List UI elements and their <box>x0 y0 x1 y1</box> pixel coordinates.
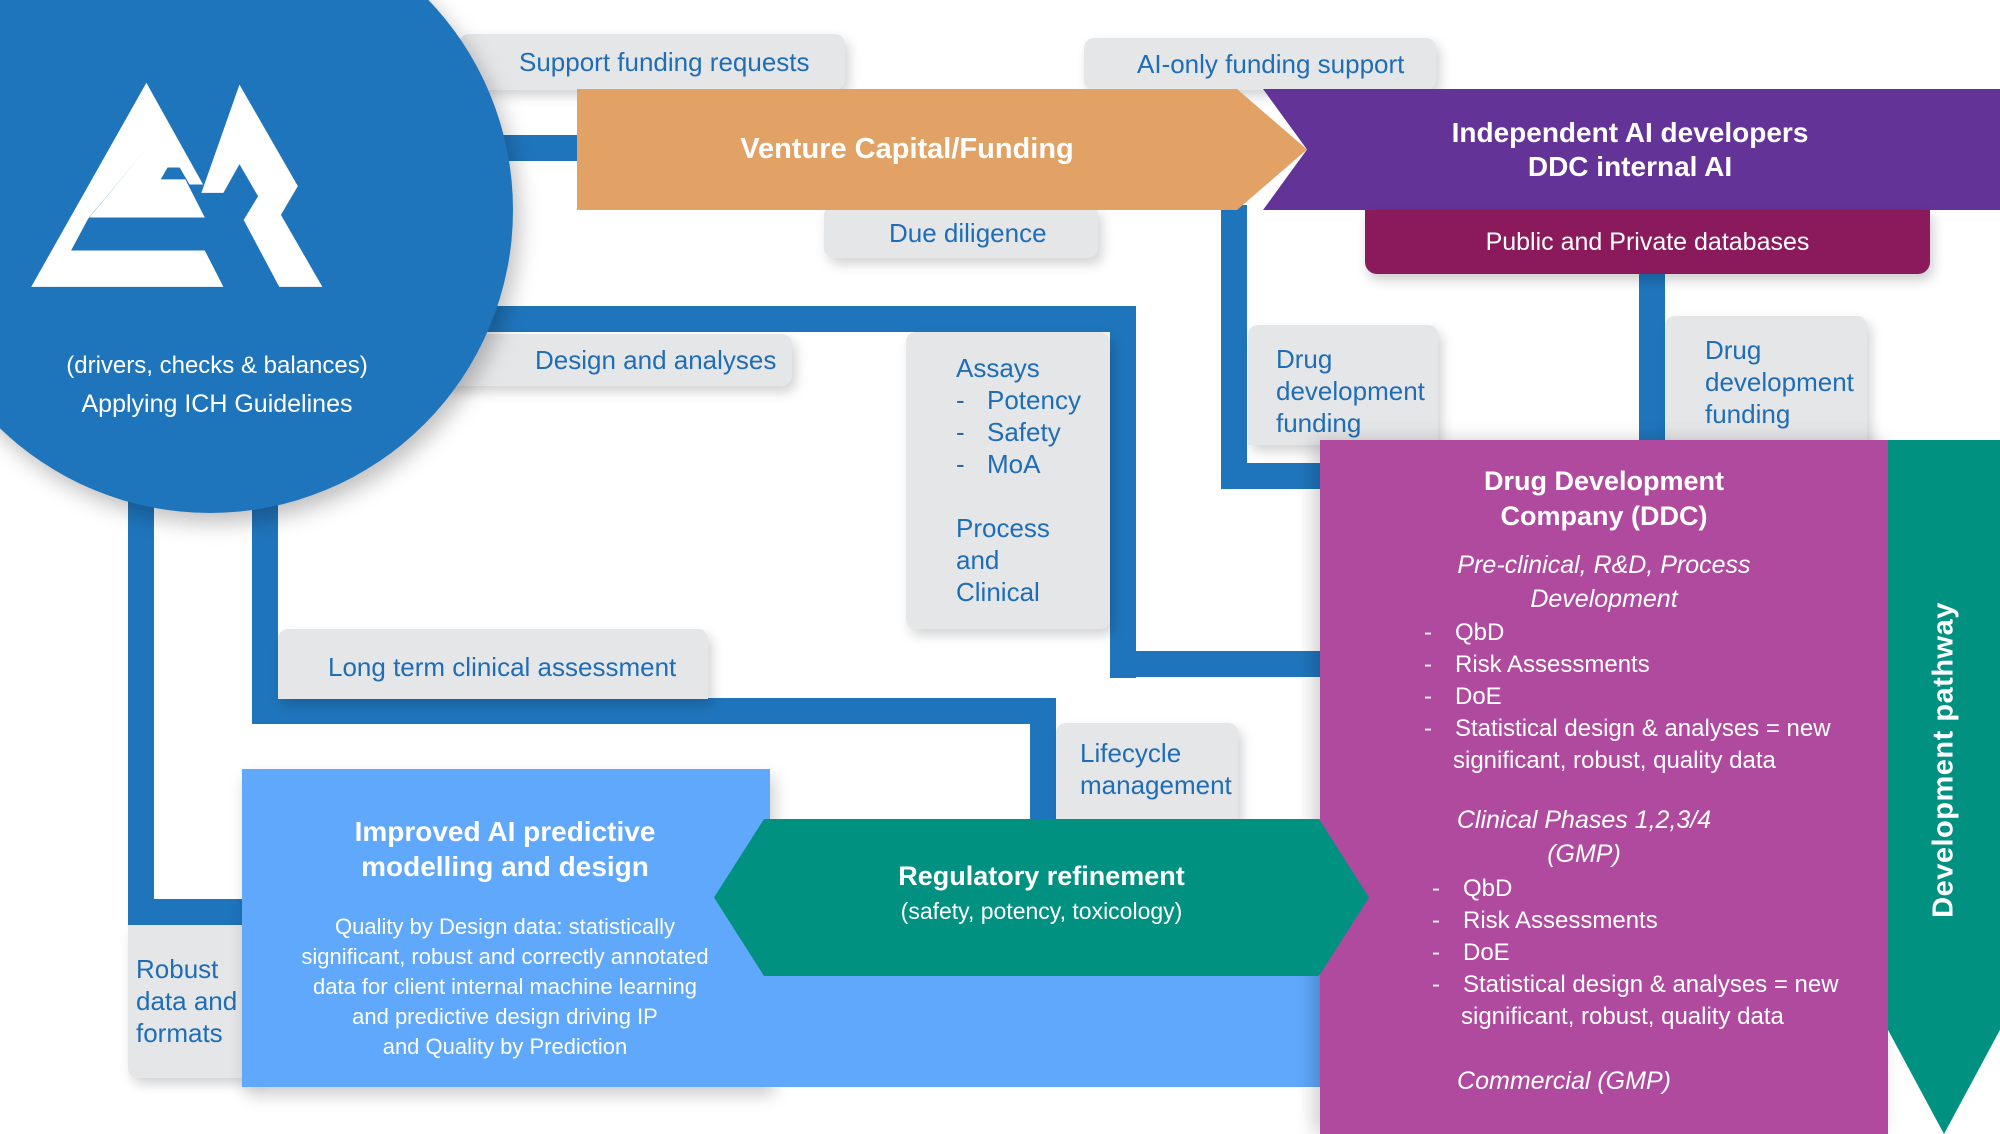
development-pathway-arrow <box>1888 440 2000 1134</box>
connector-line <box>1639 270 1665 445</box>
ddc-list-item: DoE <box>1463 939 1510 966</box>
ddc-phase-clinical: Clinical Phases 1,2,3/4 (GMP) <box>1456 806 1712 868</box>
ai-developers-text: Independent AI developers DDC internal A… <box>1451 116 1809 182</box>
connector-line <box>1110 651 1325 677</box>
connector-line <box>480 306 1135 332</box>
databases-box: Public and Private databases <box>1365 210 1930 274</box>
connector-line <box>128 899 248 925</box>
hub-subtitle: (drivers, checks & balances) <box>66 352 368 379</box>
connector-line <box>128 480 154 925</box>
design-analyses-label: Design and analyses <box>440 334 792 386</box>
development-pathway-label: Development pathway <box>1927 602 1960 918</box>
ddc-list-item: Risk Assessments <box>1463 907 1658 934</box>
long-term-label: Long term clinical assessment <box>278 629 708 699</box>
connector-line <box>252 698 1056 724</box>
venture-capital-label: Venture Capital/Funding <box>740 133 1074 165</box>
connector-line <box>252 480 278 724</box>
assays-item: MoA <box>987 449 1041 479</box>
venture-capital-arrow: Venture Capital/Funding <box>577 89 1307 210</box>
hub-title: Applying ICH Guidelines <box>81 390 353 418</box>
due-diligence-label: Due diligence <box>824 205 1098 258</box>
ddc-phase-commercial: Commercial (GMP) <box>1457 1067 1671 1095</box>
ddc-list-item: Risk Assessments <box>1455 651 1650 678</box>
assays-card: Assays -Potency -Safety -MoA Process and… <box>906 332 1110 629</box>
lifecycle-label: Lifecycle management <box>1056 723 1238 823</box>
connector-line <box>1221 205 1247 489</box>
robust-data-label: Robust data and formats <box>128 925 258 1078</box>
ddc-list-item: Statistical design & analyses = new <box>1455 715 1831 742</box>
drug-funding-label-2: Drug development funding <box>1665 316 1867 446</box>
connector-line <box>1110 306 1136 678</box>
improved-ai-description: Quality by Design data: statistically si… <box>301 914 709 1059</box>
regulatory-title: Regulatory refinement <box>898 861 1185 891</box>
mountain-logo-icon <box>31 82 323 287</box>
connector-line <box>1221 463 1325 489</box>
improved-ai-title: Improved AI predictive modelling and des… <box>354 816 656 882</box>
ddc-list-item: QbD <box>1463 875 1513 902</box>
regulatory-refinement-shape <box>714 819 1369 976</box>
ai-developers-banner <box>1263 89 2000 210</box>
support-funding-label: Support funding requests <box>459 34 845 90</box>
ddc-list-item: Statistical design & analyses = new <box>1463 971 1839 998</box>
regulatory-subtitle: (safety, potency, toxicology) <box>900 898 1183 924</box>
ddc-list-item: DoE <box>1455 683 1502 710</box>
assays-item: Potency <box>987 385 1081 415</box>
drug-funding-label-1: Drug development funding <box>1248 325 1438 445</box>
ddc-title: Drug Development Company (DDC) <box>1483 466 1725 531</box>
improved-ai-box <box>242 769 770 1087</box>
assays-item: Safety <box>987 417 1061 447</box>
ddc-box: Drug Development Company (DDC) Pre-clini… <box>1320 440 1888 1134</box>
ddc-list-item: QbD <box>1455 619 1505 646</box>
ddc-phase-preclinical: Pre-clinical, R&D, Process Development <box>1457 551 1751 613</box>
ai-only-funding-label: AI-only funding support <box>1084 38 1436 90</box>
assays-heading: Assays <box>956 353 1040 383</box>
connector-line <box>1030 698 1056 823</box>
